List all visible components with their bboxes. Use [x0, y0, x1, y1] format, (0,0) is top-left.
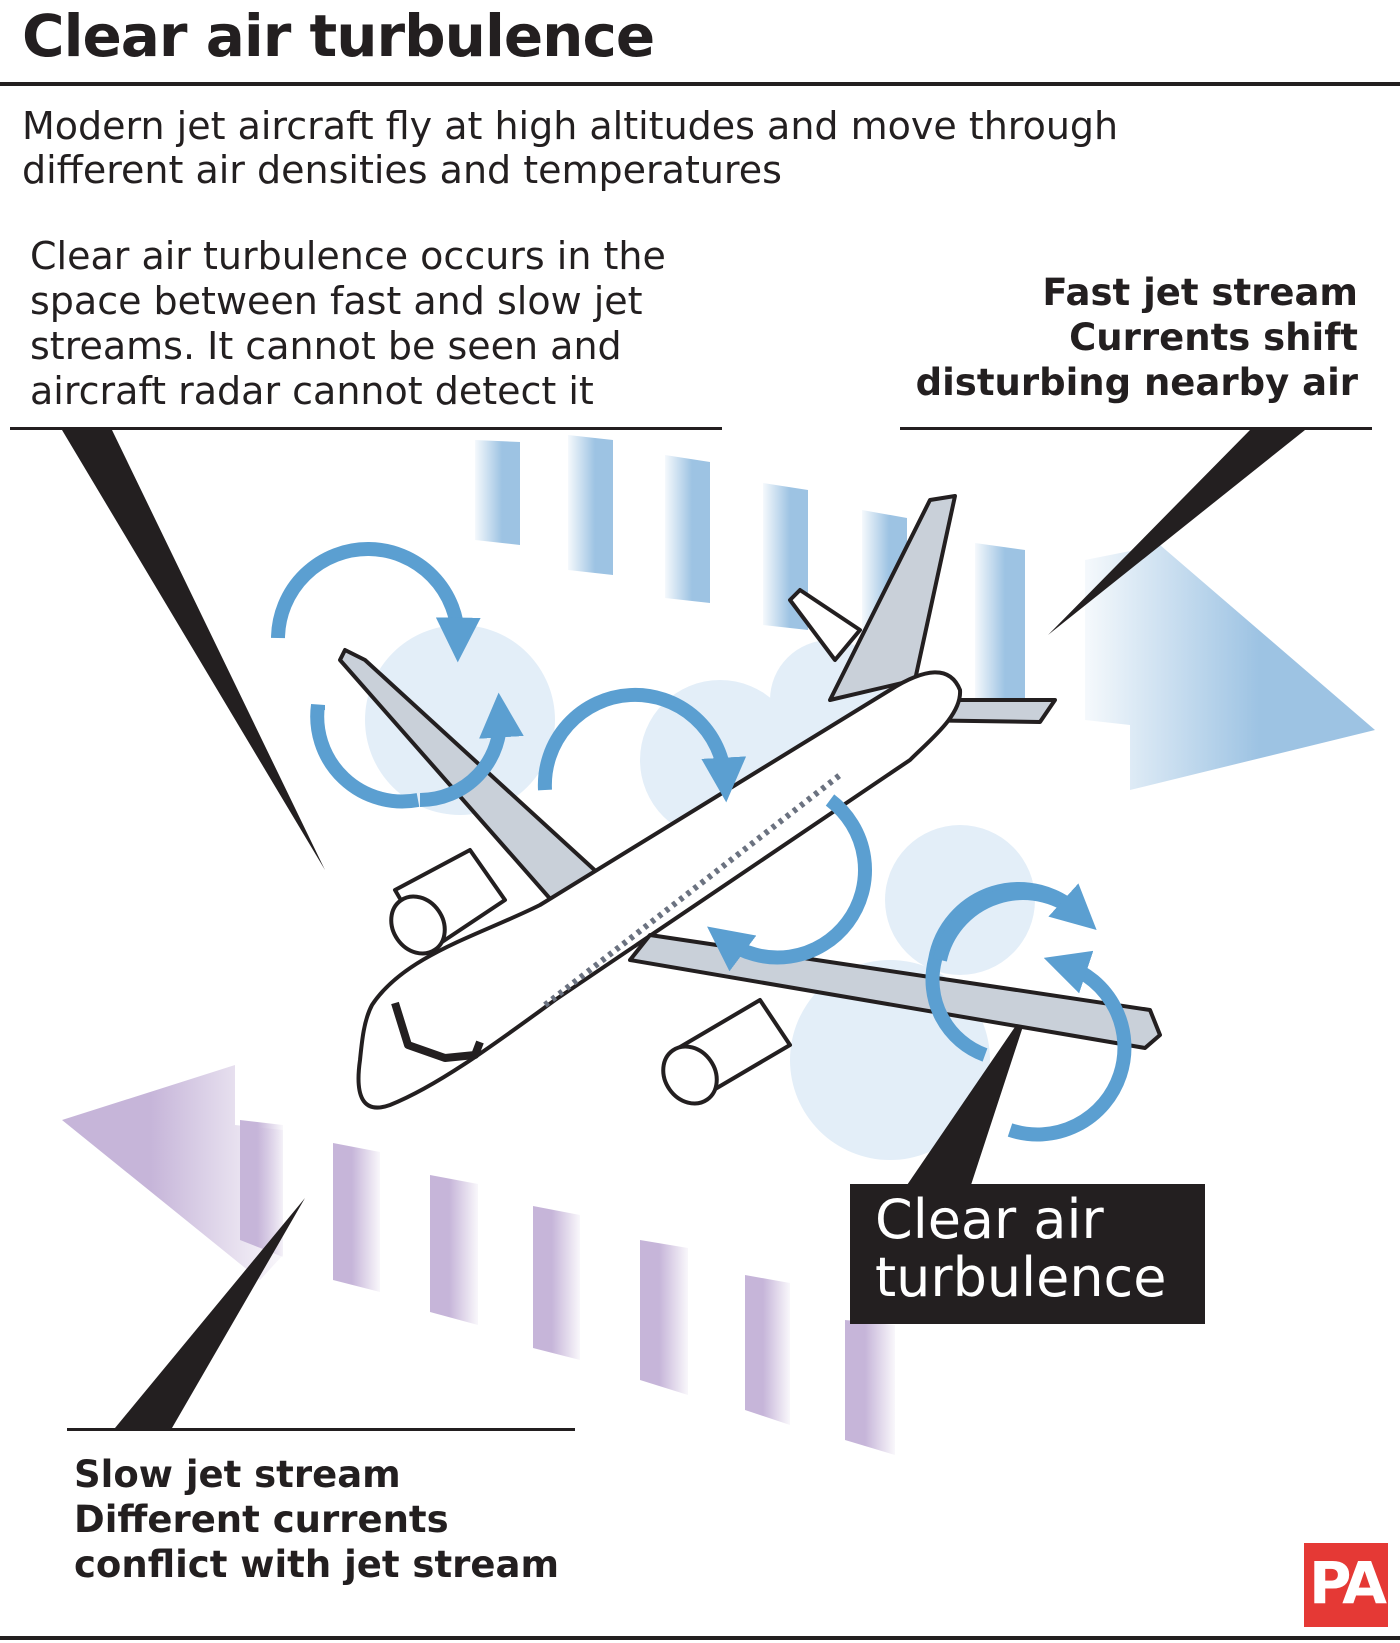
callout-line: conflict with jet stream — [74, 1543, 559, 1586]
pointer-cat — [905, 1005, 1030, 1188]
pointer-slow — [115, 1198, 305, 1428]
label-line: turbulence — [875, 1246, 1167, 1309]
callout-clear-air-turbulence: Clear air turbulence occurs in the space… — [30, 234, 730, 414]
callout-line: aircraft radar cannot detect it — [30, 369, 594, 413]
pointer-left — [62, 430, 325, 870]
callout-line: space between fast and slow jet — [30, 279, 643, 323]
footer-divider — [0, 1636, 1400, 1640]
callout-slow-jet-stream: Slow jet stream Different currents confl… — [74, 1452, 674, 1587]
clear-air-turbulence-label: Clear air turbulence — [875, 1191, 1166, 1307]
pointer-fast — [1048, 430, 1305, 635]
callout-left-rule — [10, 427, 722, 430]
callout-line: disturbing nearby air — [915, 361, 1358, 404]
title-divider — [0, 82, 1400, 86]
subtitle-line: Modern jet aircraft fly at high altitude… — [22, 104, 1119, 148]
label-line: Clear air — [875, 1188, 1104, 1251]
fast-jet-stream-arrow — [475, 435, 1375, 790]
slow-jet-stream-arrow — [62, 1065, 895, 1455]
callout-line: Clear air turbulence occurs in the — [30, 234, 666, 278]
pa-logo-text: PA — [1308, 1549, 1387, 1617]
callout-line: streams. It cannot be seen and — [30, 324, 622, 368]
callout-line: Fast jet stream — [1042, 271, 1358, 314]
page-title: Clear air turbulence — [22, 2, 655, 70]
subtitle-line: different air densities and temperatures — [22, 148, 782, 192]
callout-line: Different currents — [74, 1498, 449, 1541]
callout-line: Currents shift — [1069, 316, 1358, 359]
callout-line: Slow jet stream — [74, 1453, 401, 1496]
callout-fast-rule — [900, 427, 1372, 430]
pa-logo: PA — [1304, 1543, 1388, 1627]
callout-slow-rule — [67, 1428, 575, 1431]
clear-air-turbulence-label-box — [850, 1184, 1205, 1324]
callout-fast-jet-stream: Fast jet stream Currents shift disturbin… — [838, 270, 1358, 405]
turbulence-swirl-icon — [271, 542, 1132, 1142]
subtitle: Modern jet aircraft fly at high altitude… — [22, 104, 1322, 192]
